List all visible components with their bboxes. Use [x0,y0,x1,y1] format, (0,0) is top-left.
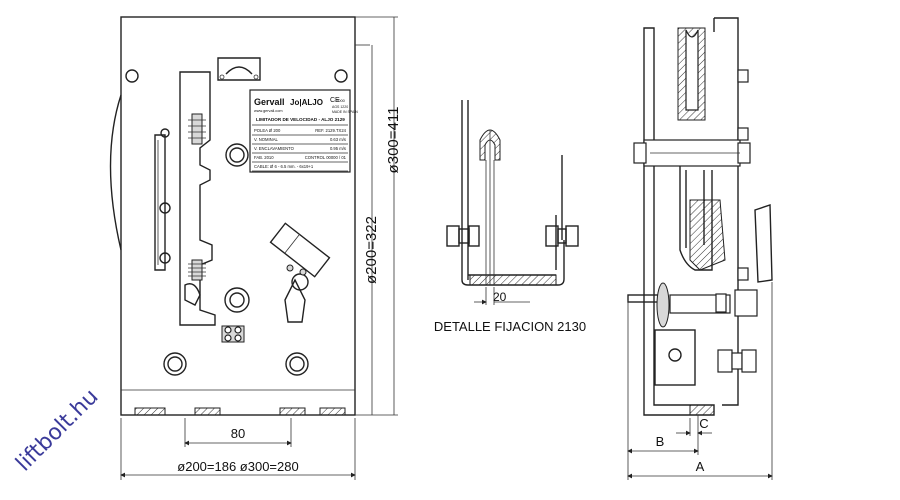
watermark: liftbolt.hu [11,384,103,476]
nameplate-row-value: CONTROL 00000 / 01 [305,155,347,160]
nameplate-row-label: V. ENCLAVAMIENTO [254,146,295,151]
fix-bolt [446,225,460,247]
cert-line: AGS 1220 [332,105,348,109]
detail-caption: DETALLE FIJACION 2130 [434,319,586,334]
dim-label-c: C [699,416,708,431]
nameplate-title: LIMITADOR DE VELOCIDAD - ALJO 2129 [256,117,345,122]
nameplate-row-label: V. NOMINAL [254,137,278,142]
dim-side-inner: ø200=322 [363,216,380,284]
mount-hole [334,69,348,83]
front-dimensions: ø200=186 ø300=280 80 ø200=322 ø300=411 [120,16,402,480]
detail-view: 20 DETALLE FIJACION 2130 [434,100,586,334]
nameplate-logo: Jo|ALJO [290,98,323,107]
nameplate-row-label: FAB. 2010 [254,155,274,160]
cam-wheel [656,282,670,328]
nameplate: Gervall Jo|ALJO CE 0000 AGS 1220 MADE IN… [249,89,358,173]
shaft-nut [224,287,250,313]
rotation-arrow-plate [217,57,261,81]
nameplate-row-label: POLEA Ø 200 [254,128,281,133]
dim-bottom-inner: 80 [231,426,245,441]
ce-mark: CE [330,97,340,104]
dim-label-b: B [656,434,665,449]
dim-side-outer: ø300=411 [385,107,402,174]
base-plate [120,16,356,416]
limit-switch [269,222,331,278]
bottom-bolt [717,349,733,373]
nameplate-row-value: 0.63 m/s [330,137,346,142]
guide-rail [154,134,166,271]
detail-dim: 20 [493,290,507,304]
rotation-arrow-icon [225,66,253,75]
nameplate-website: www.gervall.com [254,109,282,113]
ce-code: 0000 [336,98,346,103]
sheave-section [479,129,501,161]
nameplate-brand: Gervall [254,97,285,107]
dim-label-a: A [696,459,705,474]
front-view [109,16,370,416]
nameplate-row-label: CABLE: Ø 6 - 6.5 mm. - 6x19+1 [254,164,314,169]
switch-bracket [654,329,696,386]
dim-bottom-total: ø200=186 ø300=280 [177,459,298,474]
nameplate-row-value: 0.95 m/s [330,146,346,151]
side-view: B A C [627,17,773,480]
lever-arm [179,71,216,326]
pulley-edge-left [109,94,122,251]
mount-hole [125,69,139,83]
origin: MADE IN SPAIN [332,110,358,114]
bolt-head [163,352,187,376]
bolt-head [285,352,309,376]
nameplate-row-value: REF. 2129.TX24 [315,128,346,133]
